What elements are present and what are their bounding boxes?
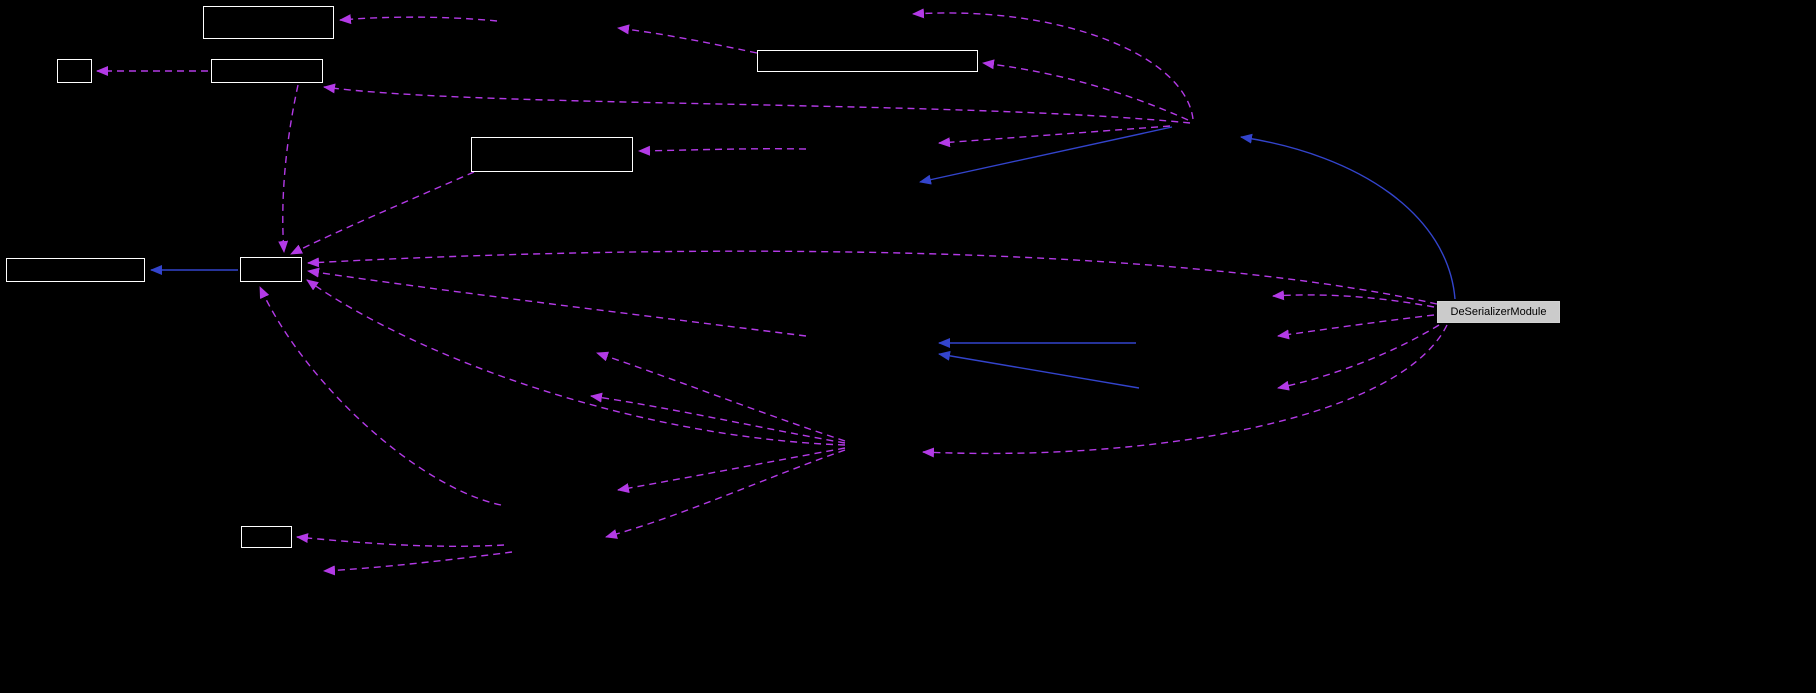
dependency-edge: [605, 449, 846, 539]
graph-node-5[interactable]: [757, 50, 978, 72]
dependency-edge: [296, 533, 505, 547]
dependency-edge: [307, 250, 1438, 305]
dependency-edge: [982, 59, 1189, 121]
dependency-edge: [596, 351, 846, 442]
dependency-edge: [912, 8, 1194, 120]
dependency-edge: [290, 171, 475, 255]
dependency-edge: [278, 84, 299, 253]
graph-node-7[interactable]: [240, 257, 302, 282]
dependency-edge: [1277, 314, 1435, 340]
main-node-label: DeSerializerModule: [1450, 306, 1547, 318]
dependency-edge: [938, 125, 1171, 148]
dependency-edge: [339, 14, 498, 25]
dependency-edge: [922, 324, 1448, 458]
graph-node-4[interactable]: [471, 137, 633, 172]
dependency-edge: [590, 392, 846, 444]
dependency-edge: [323, 551, 513, 576]
graph-node-2[interactable]: [57, 59, 92, 83]
dependency-edge: [1277, 324, 1440, 391]
dependency-edge: [638, 145, 807, 156]
dependency-edge: [259, 286, 502, 506]
graph-node-8[interactable]: [241, 526, 292, 548]
dependency-edge: [323, 83, 1191, 124]
dependency-edge: [306, 279, 846, 446]
inheritance-edge: [919, 126, 1173, 185]
graph-node-3[interactable]: [211, 59, 323, 83]
dependency-edge: [1272, 290, 1435, 308]
inheritance-edge: [1240, 133, 1456, 300]
dependency-edge: [617, 24, 758, 54]
graph-node-deserializer-module: DeSerializerModule: [1437, 301, 1560, 323]
graph-node-1[interactable]: [203, 6, 334, 39]
dependency-edge: [617, 447, 846, 494]
inheritance-edge: [938, 350, 1140, 389]
graph-node-6[interactable]: [6, 258, 145, 282]
dependency-edge: [307, 267, 807, 337]
